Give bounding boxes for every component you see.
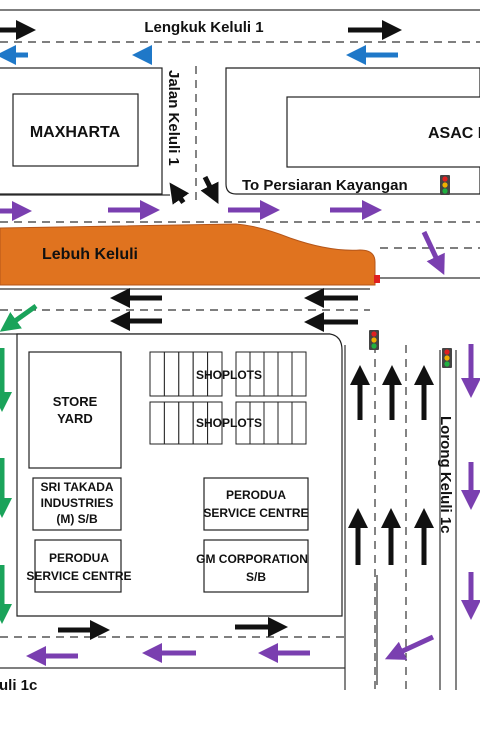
shoplot-unit [291,401,307,445]
arrow-icon [200,175,219,204]
shoplot-unit [163,401,180,445]
shoplot-unit [291,351,307,397]
arrow-icon [0,303,38,332]
shoplot-unit [163,351,180,397]
perodua-service-a-building [34,539,122,593]
road-label-lorong: Lorong Keluli 1c [437,416,454,534]
shoplots-label-a: SHOPLOTS [196,368,262,382]
maxharta-building [12,93,139,167]
road-label-jalan: Jalan Keluli 1 [165,70,182,166]
traffic-light-icon [369,330,379,350]
perodua-b-label-2: SERVICE CENTRE [203,506,308,520]
traffic-light-icon [442,348,452,368]
perodua-a-label-1: PERODUA [49,551,109,565]
signal-marker [374,275,380,283]
gm-label-1: GM CORPORATION [196,552,308,566]
arrow-icon [421,230,445,276]
perodua-service-b-building [203,477,309,531]
sri-takada-building [32,477,122,531]
road-label-lebuh: Lebuh Keluli [42,246,138,263]
direction-label: To Persiaran Kayangan [242,177,408,194]
asac-label: ASAC I [428,125,480,142]
store-yard-building [28,351,122,469]
arrow-icon [169,182,190,205]
asac-building [286,96,480,168]
store-yard-label-1: STORE [53,394,98,409]
store-yard-label-2: YARD [57,411,93,426]
shoplot-unit [277,401,293,445]
traffic-light-icon [440,175,450,195]
shoplot-unit [207,351,223,397]
takada-label-2: INDUSTRIES [41,496,114,510]
shoplots-label-b: SHOPLOTS [196,416,262,430]
shoplot-unit [178,401,194,445]
perodua-a-label-2: SERVICE CENTRE [26,569,131,583]
perodua-b-label-1: PERODUA [226,488,286,502]
road-label-lengkuk: Lengkuk Keluli 1 [144,19,263,36]
shoplot-unit [277,351,293,397]
shoplot-unit [263,351,279,397]
gm-corporation-building [203,539,309,593]
traffic-arrows [0,20,480,666]
takada-label-3: (M) S/B [56,512,98,526]
shoplot-unit [149,401,165,445]
shoplot-unit [178,351,194,397]
arrow-icon [384,634,435,660]
maxharta-label: MAXHARTA [30,124,121,141]
road-label-bottom: uli 1c [0,677,37,694]
shoplot-unit [207,401,223,445]
takada-label-1: SRI TAKADA [40,480,113,494]
gm-label-2: S/B [246,570,266,584]
shoplot-unit [149,351,165,397]
road-edges [0,9,480,690]
shoplot-unit [263,401,279,445]
shoplots-grid [149,351,307,445]
lebuh-keluli-area [0,223,376,286]
